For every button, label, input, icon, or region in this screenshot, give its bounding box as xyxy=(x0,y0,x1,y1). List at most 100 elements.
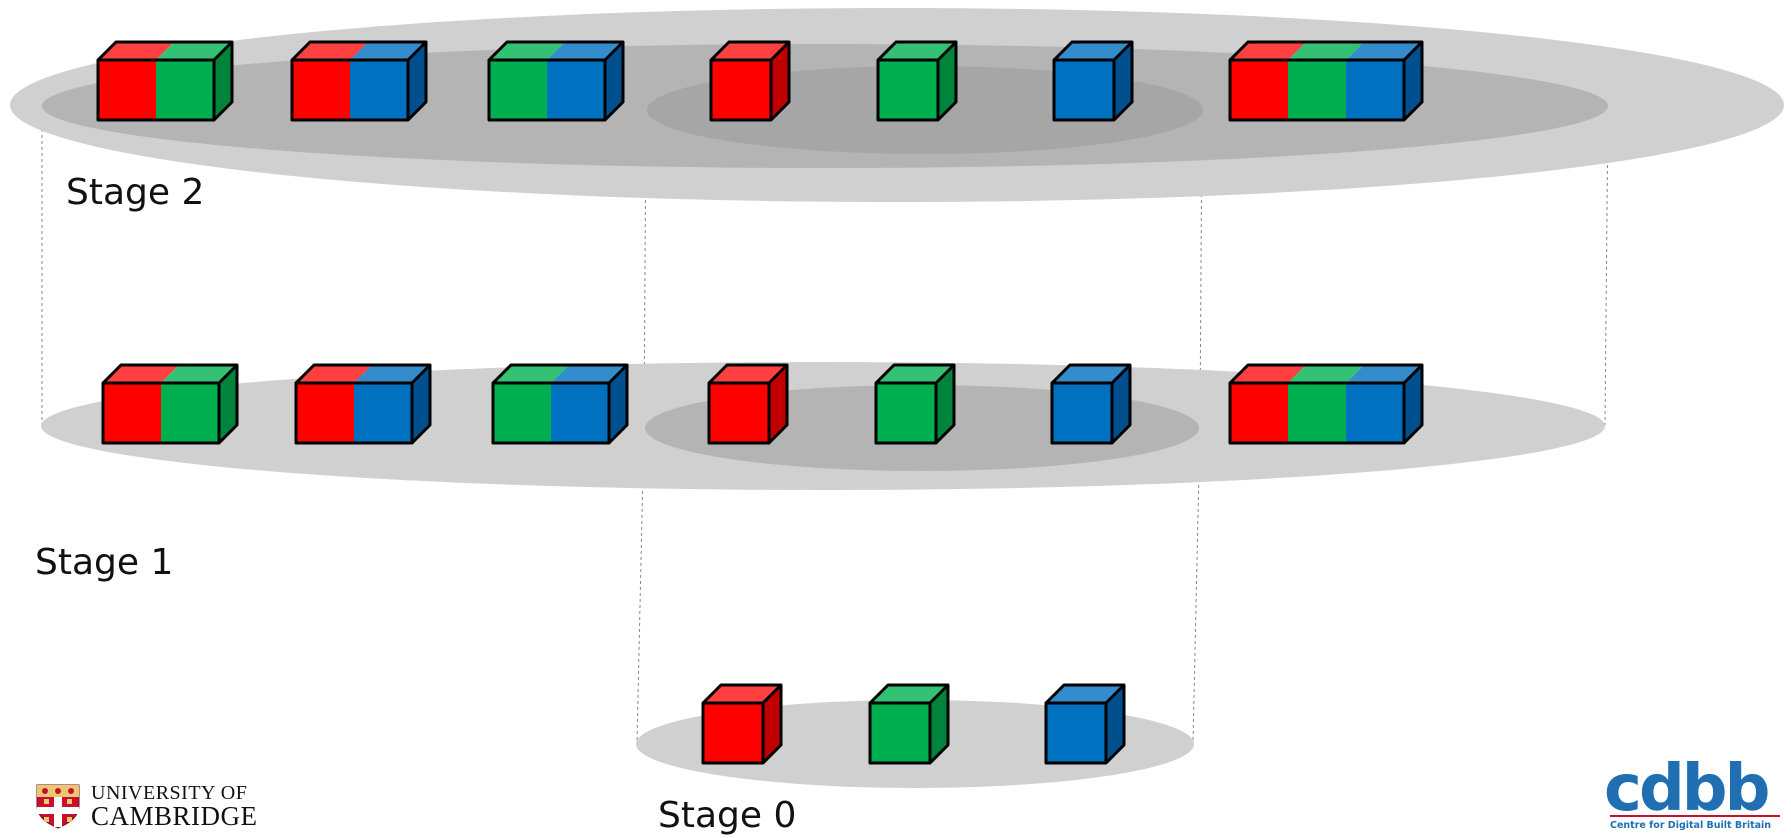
block-front-blue xyxy=(350,60,408,120)
block-outline xyxy=(707,363,789,445)
block-side-red xyxy=(763,685,781,763)
block-outline xyxy=(1228,40,1424,122)
block-outline xyxy=(868,683,950,765)
stage-1-label: Stage 1 xyxy=(35,542,174,583)
stage-0-block-red xyxy=(701,683,783,765)
block-top-red xyxy=(103,365,179,383)
connector-right xyxy=(1604,104,1609,426)
block-top-blue xyxy=(551,365,627,383)
block-top-red xyxy=(296,365,372,383)
stage-0-block-blue xyxy=(1044,683,1126,765)
block-front-blue xyxy=(1346,383,1404,443)
block-outline xyxy=(487,40,625,122)
block-top-green xyxy=(493,365,569,383)
block-outline xyxy=(701,683,783,765)
block-front-blue xyxy=(1054,60,1114,120)
block-side-red xyxy=(769,365,787,443)
block-outline xyxy=(1050,363,1132,445)
block-top-red xyxy=(711,42,789,60)
block-side-green xyxy=(938,42,956,120)
block-outline xyxy=(294,363,432,445)
block-front-red xyxy=(292,60,350,120)
block-front-blue xyxy=(1346,60,1404,120)
block-front-green xyxy=(161,383,219,443)
block-side-blue xyxy=(1404,365,1422,443)
block-top-red xyxy=(1230,365,1306,383)
stage-2-block-green-blue xyxy=(487,40,625,122)
block-outline xyxy=(1228,363,1424,445)
block-side-green xyxy=(936,365,954,443)
block-outline xyxy=(96,40,234,122)
stage-1-block-green-blue xyxy=(491,363,629,445)
stage-1-block-red-blue xyxy=(294,363,432,445)
cdbb-rule xyxy=(1610,815,1780,817)
stage-0-block-green xyxy=(868,683,950,765)
block-top-blue xyxy=(1054,42,1132,60)
block-outline xyxy=(709,40,791,122)
block-top-green xyxy=(1288,365,1364,383)
stage-1-block-green xyxy=(874,363,956,445)
block-top-blue xyxy=(1046,685,1124,703)
cdbb-subtitle: Centre for Digital Built Britain xyxy=(1610,820,1772,831)
block-outline xyxy=(876,40,958,122)
block-top-green xyxy=(878,42,956,60)
block-outline xyxy=(101,363,239,445)
connector-inner-right-lower xyxy=(1192,424,1201,743)
block-top-green xyxy=(156,42,232,60)
stage-1-block-red-green xyxy=(101,363,239,445)
cambridge-logo: UNIVERSITY OF CAMBRIDGE xyxy=(35,781,258,831)
block-front-red xyxy=(1230,383,1288,443)
block-front-green xyxy=(878,60,938,120)
block-outline xyxy=(491,363,629,445)
block-outline xyxy=(1052,40,1134,122)
stage-2-block-green xyxy=(876,40,958,122)
stage-1-block-red xyxy=(707,363,789,445)
cdbb-logo: cdbb Centre for Digital Built Britain xyxy=(1574,752,1784,838)
block-top-red xyxy=(709,365,787,383)
block-top-blue xyxy=(1052,365,1130,383)
block-front-blue xyxy=(354,383,412,443)
block-front-red xyxy=(1230,60,1288,120)
connector-inner-left-upper xyxy=(643,109,647,426)
block-front-green xyxy=(1288,383,1346,443)
stage-1-block-blue xyxy=(1050,363,1132,445)
block-side-blue xyxy=(408,42,426,120)
block-front-red xyxy=(98,60,156,120)
stage-2-block-blue xyxy=(1052,40,1134,122)
cambridge-line1: UNIVERSITY OF xyxy=(91,781,248,804)
cdbb-wordmark: cdbb xyxy=(1604,752,1770,826)
stage-2-block-red-green-blue xyxy=(1228,40,1424,122)
stage-0-label: Stage 0 xyxy=(658,795,797,836)
block-side-green xyxy=(930,685,948,763)
blocks-layer xyxy=(96,40,1424,765)
stage-1-block-red-green-blue xyxy=(1228,363,1424,445)
block-side-blue xyxy=(1404,42,1422,120)
block-front-red xyxy=(711,60,771,120)
block-outline xyxy=(874,363,956,445)
block-side-blue xyxy=(609,365,627,443)
block-top-green xyxy=(1288,42,1364,60)
cambridge-shield-icon xyxy=(36,784,80,829)
block-front-blue xyxy=(1052,383,1112,443)
connector-inner-right-upper xyxy=(1199,109,1203,426)
block-side-green xyxy=(214,42,232,120)
block-top-green xyxy=(870,685,948,703)
block-front-red xyxy=(703,703,763,763)
block-top-blue xyxy=(1346,42,1422,60)
block-front-red xyxy=(296,383,354,443)
stage-2-block-red-green xyxy=(96,40,234,122)
block-side-red xyxy=(771,42,789,120)
block-front-green xyxy=(1288,60,1346,120)
block-front-blue xyxy=(1046,703,1106,763)
connector-inner-left-lower xyxy=(636,424,645,743)
block-top-green xyxy=(876,365,954,383)
block-side-blue xyxy=(412,365,430,443)
block-side-blue xyxy=(1106,685,1124,763)
block-side-blue xyxy=(1114,42,1132,120)
block-side-blue xyxy=(605,42,623,120)
block-top-green xyxy=(161,365,237,383)
block-top-blue xyxy=(354,365,430,383)
stage-2-label: Stage 2 xyxy=(66,172,205,213)
block-top-red xyxy=(703,685,781,703)
